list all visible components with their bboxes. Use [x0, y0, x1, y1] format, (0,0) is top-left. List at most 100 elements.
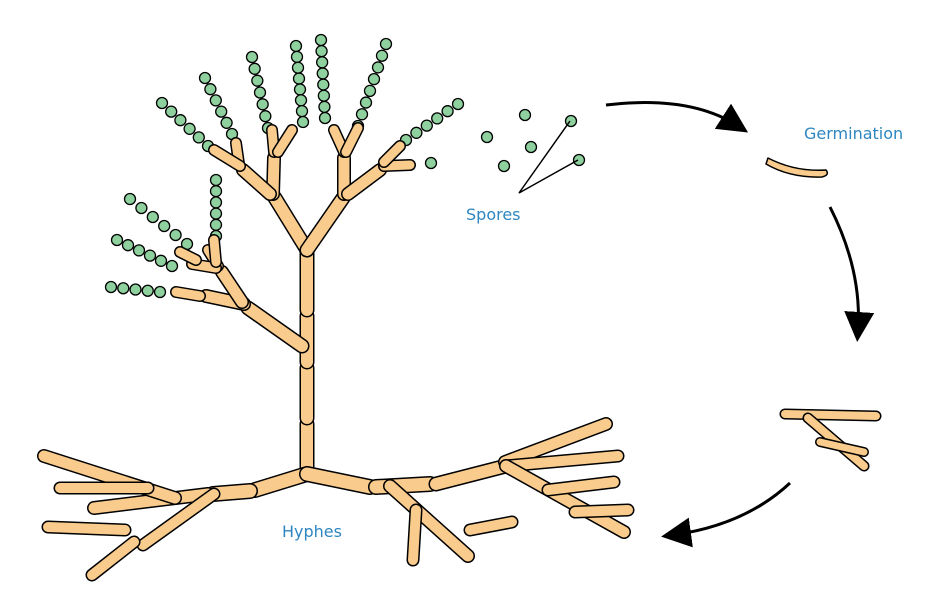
chain-spore	[291, 61, 305, 74]
chain-spore	[317, 89, 331, 102]
chain-spore	[410, 126, 423, 139]
chain-spore	[315, 56, 329, 69]
chain-spore	[355, 108, 369, 121]
chain-spore	[110, 233, 124, 247]
chain-spore	[451, 97, 465, 111]
hypha-segment	[41, 520, 132, 537]
chain-spore	[209, 218, 223, 231]
chain-spore	[209, 94, 222, 107]
chain-spore	[141, 284, 154, 297]
spore-chains	[104, 33, 465, 299]
chain-spore	[290, 50, 304, 64]
conidiophore	[170, 122, 416, 478]
chain-spore	[209, 207, 223, 220]
chain-spore	[431, 112, 444, 125]
chain-spore	[315, 44, 328, 58]
chain-spore	[158, 219, 171, 233]
hypha-segment	[247, 466, 315, 498]
arrow-spores-to-germination	[605, 101, 749, 133]
phialide	[174, 246, 202, 266]
chain-spore	[379, 37, 393, 51]
hypha-segment	[779, 408, 882, 422]
chain-spore	[132, 244, 146, 257]
chain-spore	[256, 98, 269, 111]
germination-label: Germination	[804, 124, 904, 143]
chain-spore	[104, 280, 118, 294]
spores-pointer-lines	[518, 120, 579, 194]
phialide	[170, 286, 206, 302]
chain-spore	[165, 105, 178, 118]
chain-spore	[251, 74, 264, 87]
arrow-young-hypha-to-hyphes	[661, 481, 792, 548]
young-hypha	[779, 408, 882, 472]
hypha-segment	[85, 535, 141, 582]
chain-spore	[209, 173, 223, 187]
chain-spore	[295, 104, 309, 118]
chain-spore	[371, 61, 385, 74]
loose-spore	[518, 108, 532, 122]
chain-spore	[245, 50, 259, 64]
chain-spore	[174, 114, 187, 127]
chain-spore	[292, 72, 306, 85]
hypha-segment	[815, 437, 869, 457]
chain-spore	[183, 122, 196, 135]
loose-spores	[424, 108, 586, 173]
chain-spore	[169, 228, 182, 242]
hypha-segment	[499, 459, 631, 539]
hypha-segment	[406, 503, 423, 567]
loose-spore	[424, 156, 438, 170]
cycle-arrows	[605, 101, 875, 548]
loose-spore	[480, 130, 494, 144]
chain-spore	[220, 116, 233, 129]
chain-spore	[117, 282, 130, 295]
hypha-segment	[499, 449, 625, 473]
branch-segment	[215, 265, 249, 309]
hyphes-label: Hyphes	[282, 522, 342, 541]
hypha-segment	[383, 479, 475, 563]
chain-spore	[248, 62, 261, 75]
chain-spore	[215, 105, 228, 118]
chain-spore	[318, 111, 332, 125]
chain-spore	[135, 201, 148, 215]
chain-spore	[204, 83, 217, 96]
chain-spore	[296, 115, 310, 129]
hypha-segment	[87, 487, 215, 515]
hypha-segment	[463, 515, 519, 537]
chain-spore	[192, 131, 205, 144]
branch-segment	[267, 190, 315, 258]
chain-spore	[209, 196, 223, 209]
chain-spore	[359, 96, 373, 109]
hypha-segment	[568, 503, 635, 519]
chain-spore	[209, 185, 223, 198]
chain-spore	[294, 94, 308, 107]
chain-spore	[129, 283, 142, 296]
branch-segment	[236, 163, 277, 201]
chain-spore	[441, 105, 454, 118]
chain-spore	[143, 249, 157, 262]
hypha-segment	[136, 487, 221, 552]
phialide	[378, 140, 406, 168]
phialide	[272, 124, 298, 158]
chain-spore	[121, 239, 135, 252]
chain-spore	[155, 96, 169, 110]
hypha-segment	[299, 466, 378, 495]
chain-spore	[375, 49, 389, 62]
chain-spore	[154, 254, 168, 267]
loose-spore	[524, 140, 538, 154]
phialide	[340, 122, 364, 158]
chain-spore	[317, 78, 330, 91]
chain-spore	[314, 33, 328, 47]
branch-segment	[299, 190, 351, 258]
branch-segment	[240, 300, 310, 354]
chain-spore	[123, 192, 137, 206]
branch-segment	[341, 163, 387, 201]
chain-spore	[316, 67, 329, 80]
loose-spore	[572, 153, 586, 167]
chain-spore	[146, 210, 159, 224]
chain-spore	[318, 100, 331, 114]
germinating-spore	[765, 157, 829, 178]
loose-spore	[497, 159, 511, 173]
chain-spore	[253, 86, 267, 99]
chain-spore	[293, 83, 307, 96]
